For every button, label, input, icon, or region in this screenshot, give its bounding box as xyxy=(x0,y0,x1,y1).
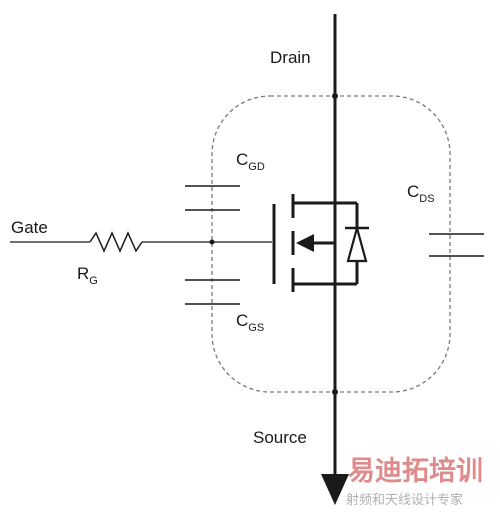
drain-junction xyxy=(332,93,338,99)
rg-label: RG xyxy=(77,264,98,287)
cds-label: CDS xyxy=(407,182,435,205)
watermark-title: 易迪拓培训 xyxy=(348,456,483,487)
drain-label: Drain xyxy=(270,48,311,67)
gate-label: Gate xyxy=(11,218,48,237)
source-junction xyxy=(332,389,338,395)
gate-junction xyxy=(209,239,215,245)
gate-resistor xyxy=(89,231,143,253)
body-arrow-icon xyxy=(296,234,314,252)
body-diode-icon xyxy=(346,223,368,263)
cgd-label: CGD xyxy=(236,150,265,173)
source-label: Source xyxy=(253,428,307,447)
watermark-subtitle: 射频和天线设计专家 xyxy=(346,492,463,508)
source-arrow-icon xyxy=(321,474,349,505)
cgs-label: CGS xyxy=(236,311,264,334)
